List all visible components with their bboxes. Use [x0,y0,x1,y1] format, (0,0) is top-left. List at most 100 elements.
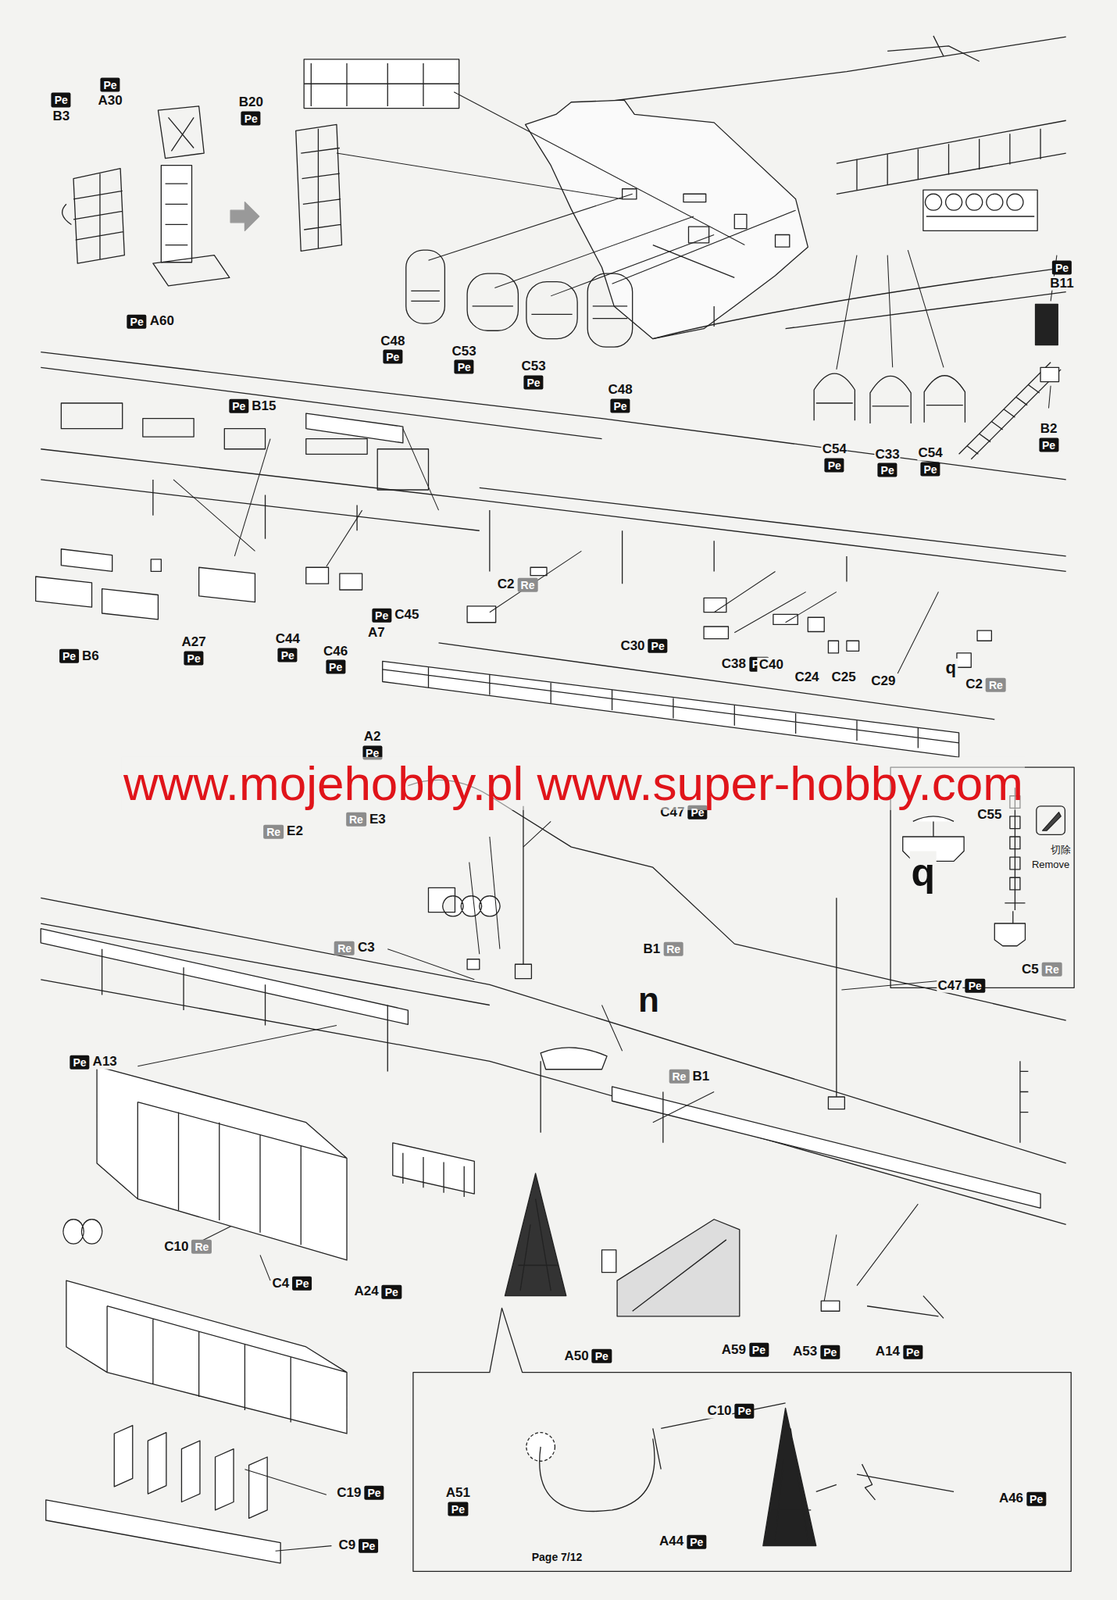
detail-frame [413,1307,1071,1571]
photo-etch-badge: Pe [523,375,543,390]
callout: C2Re [496,577,539,593]
photo-etch-badge: Pe [241,110,261,125]
ladder-part [1020,1060,1028,1142]
part-number: A44 [658,1534,685,1549]
callout: A30Pe [96,77,123,108]
callout: C53Pe [520,359,547,390]
raft-detail [925,193,1035,217]
raft-part [63,1219,103,1244]
deck-detail [60,403,429,490]
railing-detail [303,63,460,107]
part-number: C19 [335,1484,362,1500]
photo-etch-badge: Pe [292,1276,312,1291]
railing-part [40,928,408,1025]
callout: C54Pe [821,442,848,473]
callout: E3Re [346,811,387,827]
resin-badge: Re [985,677,1007,692]
part-number: C38 [720,656,747,672]
part-number: C3 [356,940,376,956]
cut-icon [1036,806,1066,836]
callout: E2Re [263,824,304,839]
part-number: B11 [1049,275,1075,291]
photo-etch-badge: Pe [228,399,249,414]
part-number: A53 [792,1344,818,1360]
photo-etch-badge: Pe [51,92,72,108]
part-number: C53 [520,359,547,375]
leader-line [336,92,1057,409]
photo-etch-badge: Pe [448,1501,468,1516]
photo-etch-badge: Pe [1038,437,1059,452]
callout: A59Pe [720,1341,769,1357]
cleat-part [994,910,1025,946]
part-number: C4 [271,1276,291,1292]
callout: B2Pe [1038,421,1059,453]
part-number: C40 [757,657,786,673]
part-number: C30 [619,638,646,654]
ladder-hoop [406,249,446,324]
railing-part [382,660,960,757]
callout: A53Pe [792,1344,840,1360]
photo-etch-badge: Pe [184,650,204,665]
callout: A46Pe [998,1491,1046,1506]
callout: A44Pe [658,1534,707,1549]
ladder-part [62,168,125,264]
door-part [1035,303,1059,345]
callout: B15Pe [228,398,277,414]
callout: A14Pe [874,1344,923,1360]
callout: C2Re [964,677,1007,693]
island-detail [622,189,790,327]
part-number: C44 [274,631,301,647]
subassembly-mark: n [636,981,661,1019]
part-number: C24 [792,670,821,686]
callout: C4Pe [271,1276,313,1292]
cut-note: Remove [1030,859,1071,871]
strip-part [46,1499,281,1564]
part-number: C10 [163,1239,190,1255]
part-number: A27 [181,634,207,650]
assembled-part [296,124,343,251]
callout: C54Pe [917,446,943,477]
small-part [35,549,256,620]
ladder-hoop [587,273,632,347]
part-number: C25 [829,670,857,686]
callout: C53Pe [451,343,478,375]
resin-badge: Re [334,940,355,955]
photo-etch-badge: Pe [99,77,120,92]
rung [410,290,628,318]
part-number: A30 [96,93,123,109]
photo-etch-badge: Pe [648,638,668,654]
photo-etch-badge: Pe [686,1534,707,1549]
photo-etch-badge: Pe [371,607,392,622]
plate-part [114,1425,268,1519]
deck-edge [407,779,1066,1021]
part-number: A59 [720,1341,747,1357]
callout: C33Pe [874,446,901,478]
part-number: C46 [322,643,349,659]
truss-part [763,1407,817,1546]
callout: A50Pe [563,1348,612,1364]
photo-etch-badge: Pe [592,1348,612,1364]
page-number: Page 7/12 [530,1551,585,1564]
part-number: A7 [366,624,387,640]
photo-etch-badge: Pe [69,1054,90,1069]
part-number: C5 [1020,961,1040,977]
hull-line [40,367,1066,571]
leader-line [539,1402,786,1512]
photo-etch-badge: Pe [902,1344,923,1359]
photo-etch-badge: Pe [278,647,298,662]
part-number: C55 [975,807,1003,823]
bracket-part [816,1463,954,1500]
ladder-hoop [813,373,965,424]
callout: C10Re [163,1239,212,1255]
photo-etch-badge: Pe [127,314,147,329]
photo-etch-badge: Pe [325,660,346,675]
callout: C10Pe [706,1403,754,1419]
resin-badge: Re [517,577,539,592]
photo-etch-badge: Pe [965,977,985,993]
photo-etch-badge: Pe [381,1284,402,1299]
part-number: C29 [869,674,897,689]
ladder-hoop [526,281,578,340]
part-number: B3 [51,108,71,124]
callout: C46Pe [322,643,349,675]
small-part [602,1249,944,1318]
